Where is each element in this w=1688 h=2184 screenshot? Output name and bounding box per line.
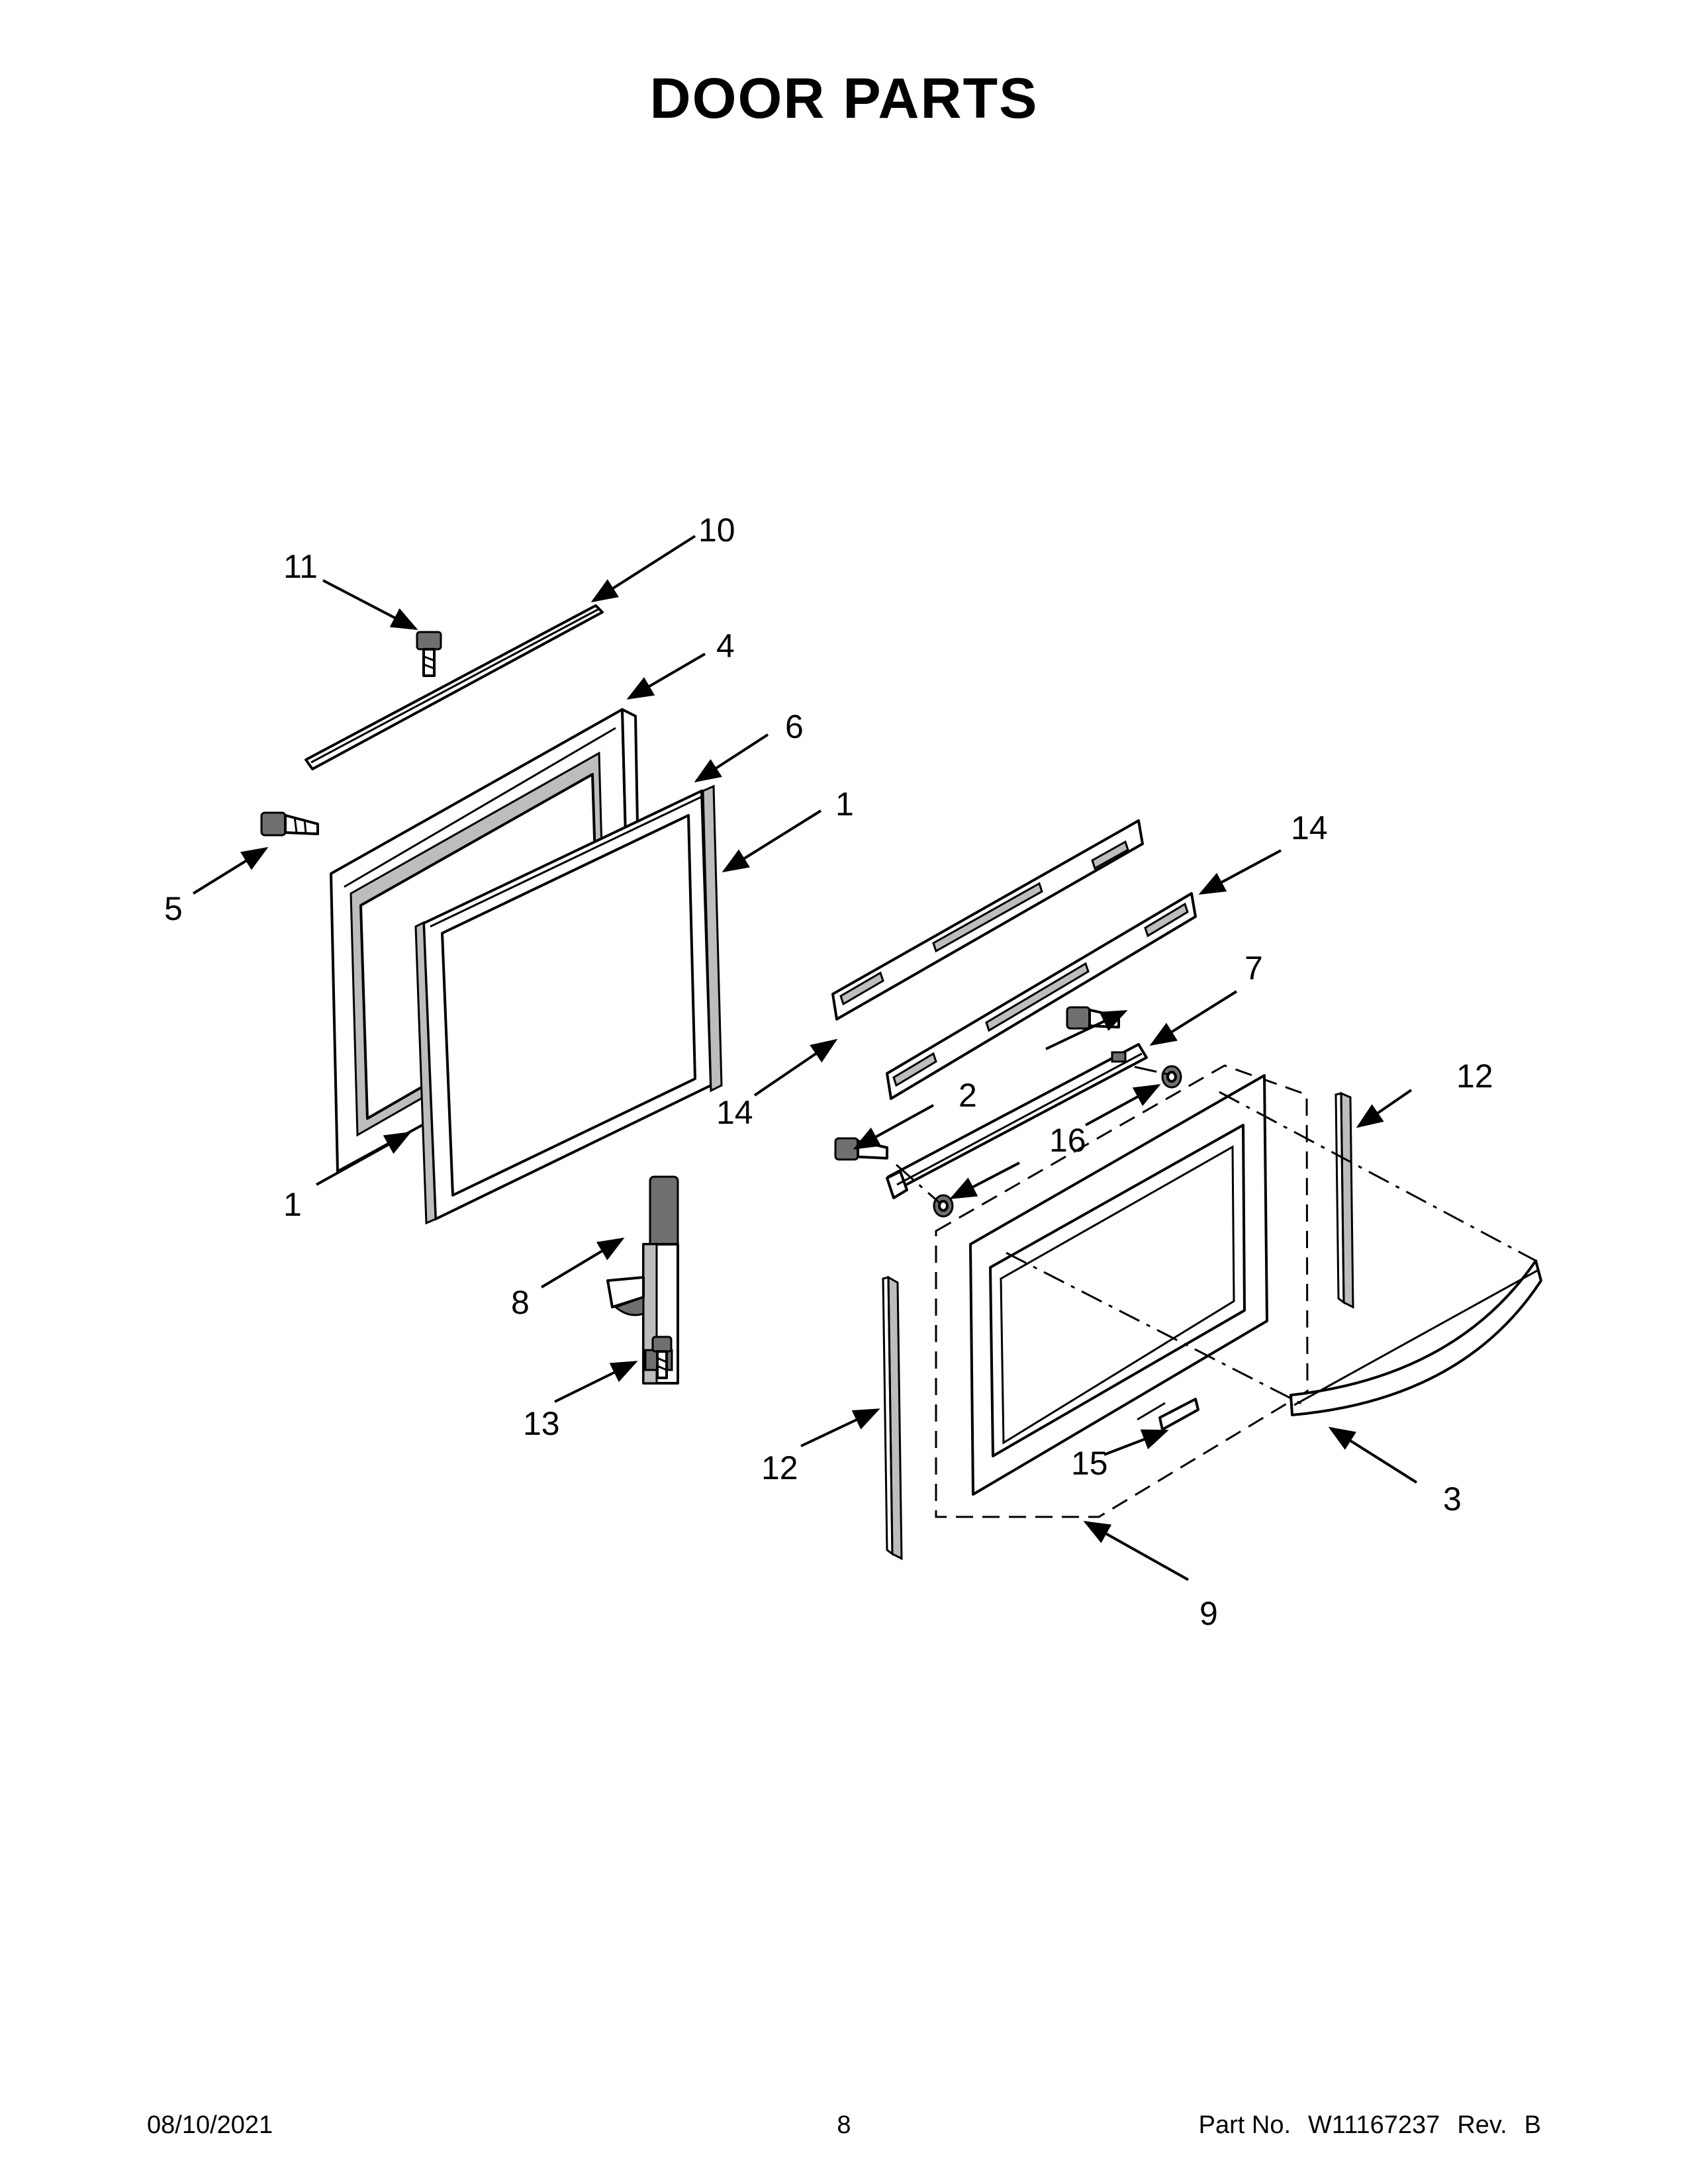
callout-12-right: 12 [1456,1058,1493,1095]
part-no-label: Part No. [1198,2111,1291,2139]
rev-label: Rev. [1457,2111,1507,2139]
callout-15: 15 [1071,1445,1108,1482]
part-12-trim-left [882,1275,903,1561]
callout-9: 9 [1199,1595,1218,1632]
callout-4: 4 [716,627,735,664]
part-11-screw [416,631,442,677]
footer-page-number: 8 [837,2111,851,2139]
part-14-rail-lower [886,892,1197,1100]
rev-value: B [1524,2111,1541,2139]
part-12-trim-right [1335,1091,1354,1309]
part-5-screw [260,811,319,837]
part-10-top-trim [305,604,604,770]
page-title: DOOR PARTS [649,67,1039,130]
callout-14-left: 14 [716,1094,753,1131]
callout-8: 8 [511,1284,530,1321]
callout-2: 2 [959,1077,977,1114]
callout-1-right: 1 [835,786,854,823]
callout-5: 5 [164,890,183,927]
alignment-line-c [1134,1066,1171,1076]
callout-7: 7 [1244,950,1263,987]
callout-12-left: 12 [761,1449,798,1486]
callout-3: 3 [1443,1480,1462,1518]
part-16-washer-lower [933,1194,954,1218]
part-9-outer-door [935,1064,1309,1518]
part-1-gasket-right [702,784,723,1093]
footer-part-number: Part No. W11167237 Rev. B [1199,2111,1541,2140]
callout-13: 13 [523,1405,560,1442]
alignment-line-b [1006,1251,1303,1406]
callout-10: 10 [698,512,735,549]
callout-1-left: 1 [283,1186,302,1223]
callout-11: 11 [283,548,318,585]
alignment-line-d [896,1163,941,1205]
alignment-line-a [1219,1091,1538,1263]
part-16-washer-upper [1161,1065,1182,1089]
part-6-glass-pack [422,790,712,1220]
part-3-handle [1289,1259,1542,1416]
callout-6: 6 [785,708,804,745]
part-7-hinge-bracket [886,1043,1148,1199]
part-2-screw-lower [834,1137,888,1161]
part-no-value: W11167237 [1308,2111,1440,2139]
callout-16: 16 [1049,1122,1086,1159]
part-14-rail-upper [831,819,1144,1021]
part-1-gasket-left [414,921,437,1225]
part-13-screw [651,1336,673,1379]
callout-14-right: 14 [1291,809,1328,846]
footer-date: 08/10/2021 [147,2111,273,2139]
